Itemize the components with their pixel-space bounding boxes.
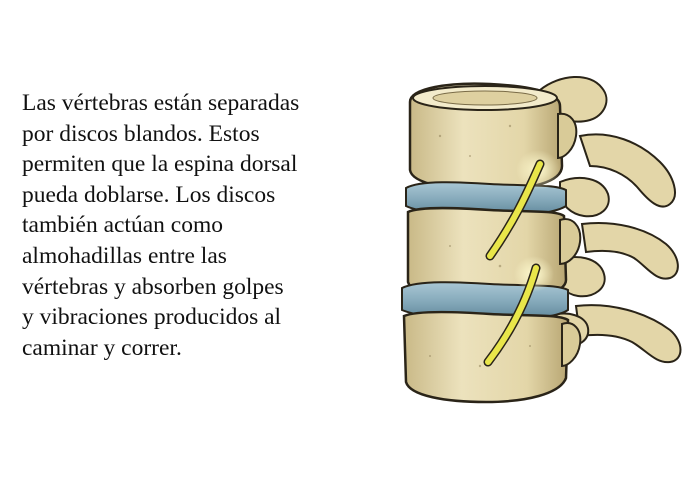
description-text: Las vértebras están separadas por discos… [22,88,372,363]
text-line: Las vértebras están separadas [22,90,300,116]
text-line: vértebras y absorben golpes [22,273,284,300]
text-line: almohadillas entre las [22,242,227,269]
bone-texture [429,124,531,368]
text-line: también actúan como [22,212,223,239]
pedicles [557,112,582,368]
text-line: caminar y correr. [22,334,182,361]
text-line: pueda doblarse. Los discos [22,181,276,208]
text-line: y vibraciones producidos al [22,304,282,331]
text-line: por discos blandos. Estos [22,120,260,147]
vertebra-body-bottom [402,310,570,404]
nerve-roots [483,150,560,367]
spinous-process-middle [559,177,679,280]
text-line: permiten que la espina dorsal [22,151,298,178]
spine-vertebrae-illustration [390,66,690,406]
